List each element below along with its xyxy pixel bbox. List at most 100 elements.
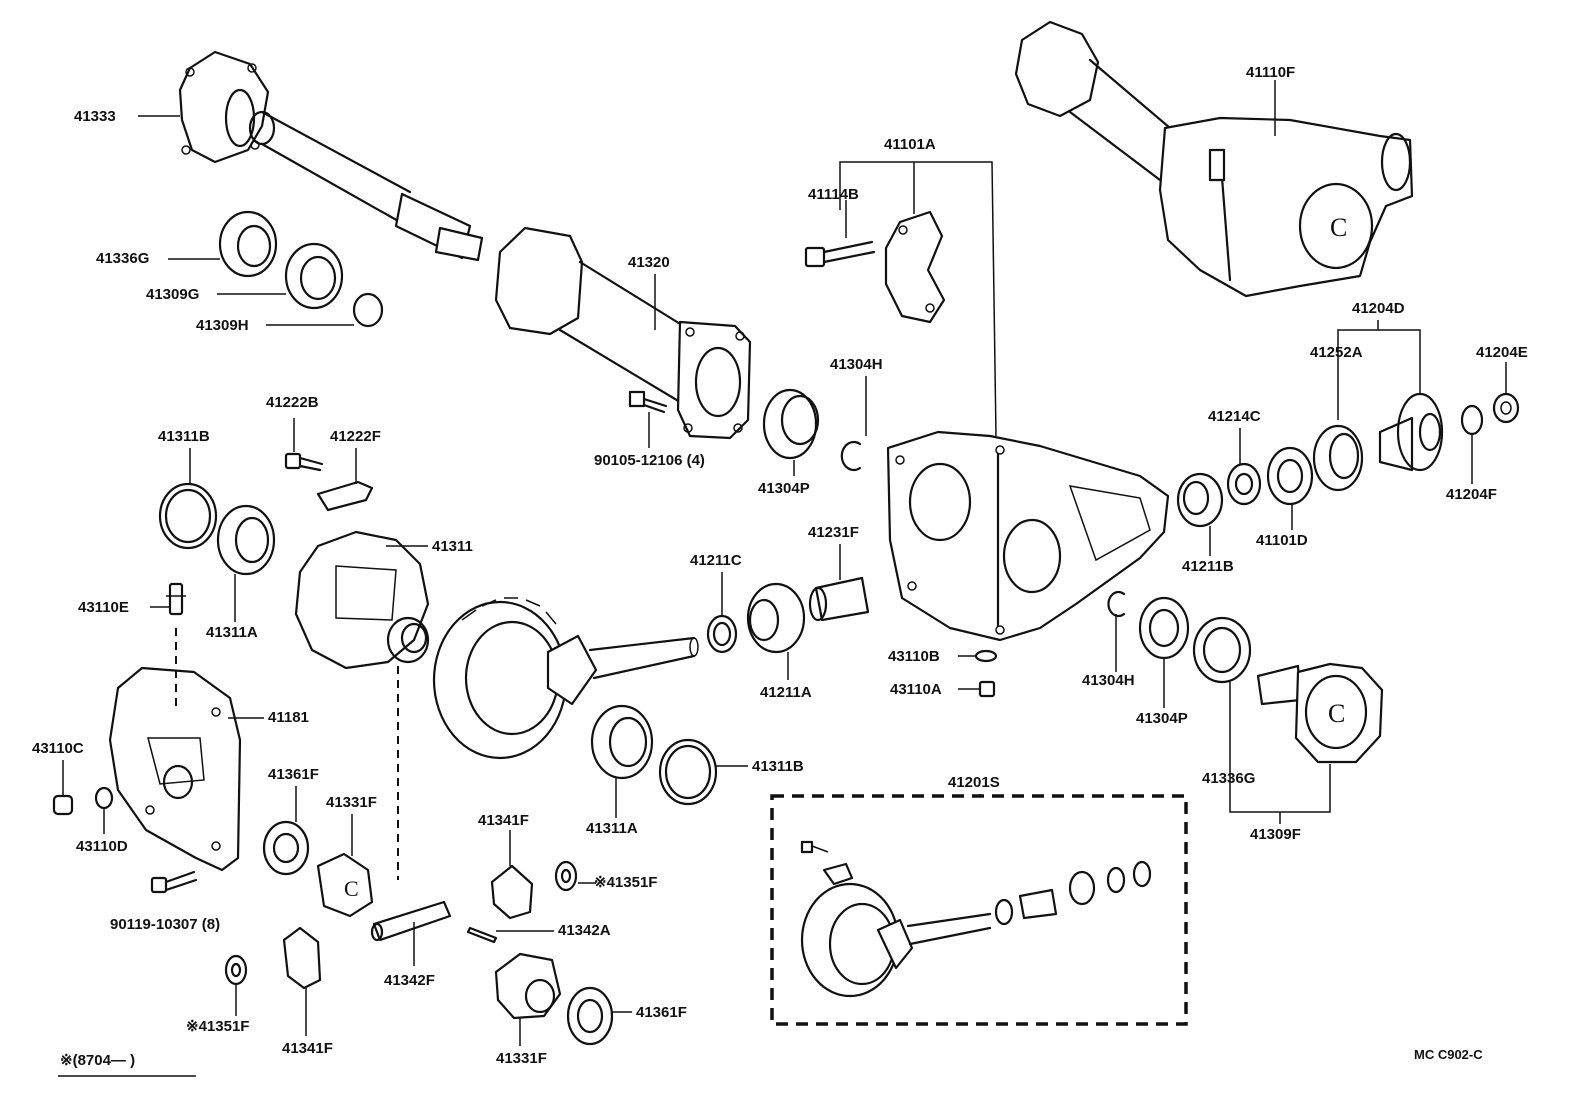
footnote-applicability: ※(8704— ) (60, 1052, 136, 1069)
part-41311A-bearing-left (216, 504, 276, 576)
part-41231F-spacer (808, 576, 870, 622)
label-41351F-left: ※41351F (186, 1018, 250, 1035)
part-41110F-carrier-assembly: C (1014, 20, 1414, 298)
label-41333: 41333 (74, 108, 116, 125)
part-41304H-snap-ring-mid (1107, 590, 1126, 618)
label-41304P-top: 41304P (758, 480, 810, 497)
part-41341F-pinion-gear-mid (490, 864, 534, 920)
label-41341F-mid: 41341F (478, 812, 529, 829)
part-41211A-bearing (746, 582, 806, 654)
label-90105-12106: 90105-12106 (4) (594, 452, 705, 469)
label-41320: 41320 (628, 254, 670, 271)
label-41222B: 41222B (266, 394, 319, 411)
gasket-43110D (94, 786, 114, 810)
part-41101A-bracket (884, 210, 946, 324)
part-41331F-side-gear-top: C (316, 852, 374, 918)
leader-lines (58, 80, 1507, 1077)
part-43110A-plug (978, 680, 996, 698)
label-41331F-top: 41331F (326, 794, 377, 811)
part-41304P-oil-seal-top (762, 388, 820, 460)
bolt-41114B (804, 240, 876, 268)
part-41311A-bearing-mid (590, 704, 654, 780)
label-41311B-mid: 41311B (752, 758, 804, 775)
part-41211C-washer (706, 614, 738, 654)
label-41214C: 41214C (1208, 408, 1261, 425)
label-41342F: 41342F (384, 972, 435, 989)
part-41204E-nut (1492, 392, 1520, 424)
label-41336G-right: 41336G (1202, 770, 1256, 787)
part-41311B-shim-mid (658, 738, 718, 806)
label-41309F: 41309F (1250, 826, 1301, 843)
label-41231F: 41231F (808, 524, 859, 541)
part-41336G-bearing-right (1192, 616, 1252, 684)
part-41252A-oil-seal (1312, 424, 1364, 492)
diagram-reference-code: MC C902-C (1414, 1047, 1483, 1062)
part-41304P-oil-seal-mid (1138, 596, 1190, 660)
label-41311: 41311 (432, 538, 473, 555)
part-41309F-shaft-flange: C (1256, 662, 1384, 764)
label-41341F-bottom: 41341F (282, 1040, 333, 1057)
part-41214C-spacer (1226, 462, 1262, 506)
part-41331F-side-gear-bottom (494, 952, 562, 1020)
label-41101A: 41101A (884, 136, 936, 153)
part-41204F-washer (1460, 404, 1484, 436)
part-41361F-washer-left (262, 820, 310, 876)
label-41252A: 41252A (1310, 344, 1363, 361)
label-43110A: 43110A (890, 681, 942, 698)
part-41101A-carrier-housing (886, 430, 1170, 642)
bolt-90119-10307 (150, 870, 198, 894)
label-41304H-top: 41304H (830, 356, 883, 373)
label-41204F: 41204F (1446, 486, 1497, 503)
label-41361F-left: 41361F (268, 766, 319, 783)
part-41342A-pin (466, 926, 498, 944)
label-41331F-bottom: 41331F (496, 1050, 547, 1067)
part-41204D-companion-flange (1378, 392, 1444, 472)
part-41336G-bearing (218, 210, 278, 278)
label-41222F: 41222F (330, 428, 381, 445)
label-41311A-left: 41311A (206, 624, 258, 641)
part-41181-carrier-cover (108, 666, 242, 872)
svg-text:C: C (344, 876, 359, 901)
bolt-41222B (284, 452, 324, 472)
part-43110B-gasket (974, 649, 998, 663)
part-41361F-washer-right (566, 986, 614, 1046)
part-41333-axle-shaft (178, 50, 484, 262)
label-41181: 41181 (268, 709, 309, 726)
label-41342A: 41342A (558, 922, 611, 939)
part-41342F-pinion-shaft (370, 900, 452, 942)
label-43110C: 43110C (32, 740, 84, 757)
label-41309G: 41309G (146, 286, 200, 303)
svg-text:C: C (1330, 213, 1347, 242)
bolt-90105-12106 (628, 390, 668, 414)
label-43110E: 43110E (78, 599, 129, 616)
label-41110F: 41110F (1246, 64, 1296, 81)
part-41311-differential-case (294, 530, 430, 670)
label-41311B-top: 41311B (158, 428, 210, 445)
part-41341F-pinion-gear-bottom (282, 926, 322, 990)
label-41336G-top: 41336G (96, 250, 150, 267)
label-41114B: 41114B (808, 186, 859, 203)
label-41304H-mid: 41304H (1082, 672, 1135, 689)
label-43110B: 43110B (888, 648, 940, 665)
part-41311B-shim-top (158, 482, 218, 550)
label-41211A: 41211A (760, 684, 812, 701)
label-41311A-mid: 41311A (586, 820, 638, 837)
svg-text:C: C (1328, 699, 1345, 728)
part-41309G-bearing (284, 242, 344, 310)
label-90119-10307: 90119-10307 (8) (110, 916, 221, 933)
plug-43110C (52, 794, 74, 816)
label-41304P-mid: 41304P (1136, 710, 1188, 727)
plate-41222F (316, 480, 374, 512)
label-41101D: 41101D (1256, 532, 1308, 549)
part-41309H-snap-ring (352, 292, 384, 328)
part-41101D-bearing (1266, 446, 1314, 506)
label-41211C: 41211C (690, 552, 742, 569)
label-41204E: 41204E (1476, 344, 1528, 361)
label-41211B: 41211B (1182, 558, 1234, 575)
label-41309H: 41309H (196, 317, 249, 334)
label-41201S: 41201S (948, 774, 1000, 791)
plug-43110E (166, 582, 186, 616)
part-ring-gear-and-pinion (432, 597, 699, 760)
part-41351F-washer-right (554, 860, 578, 892)
